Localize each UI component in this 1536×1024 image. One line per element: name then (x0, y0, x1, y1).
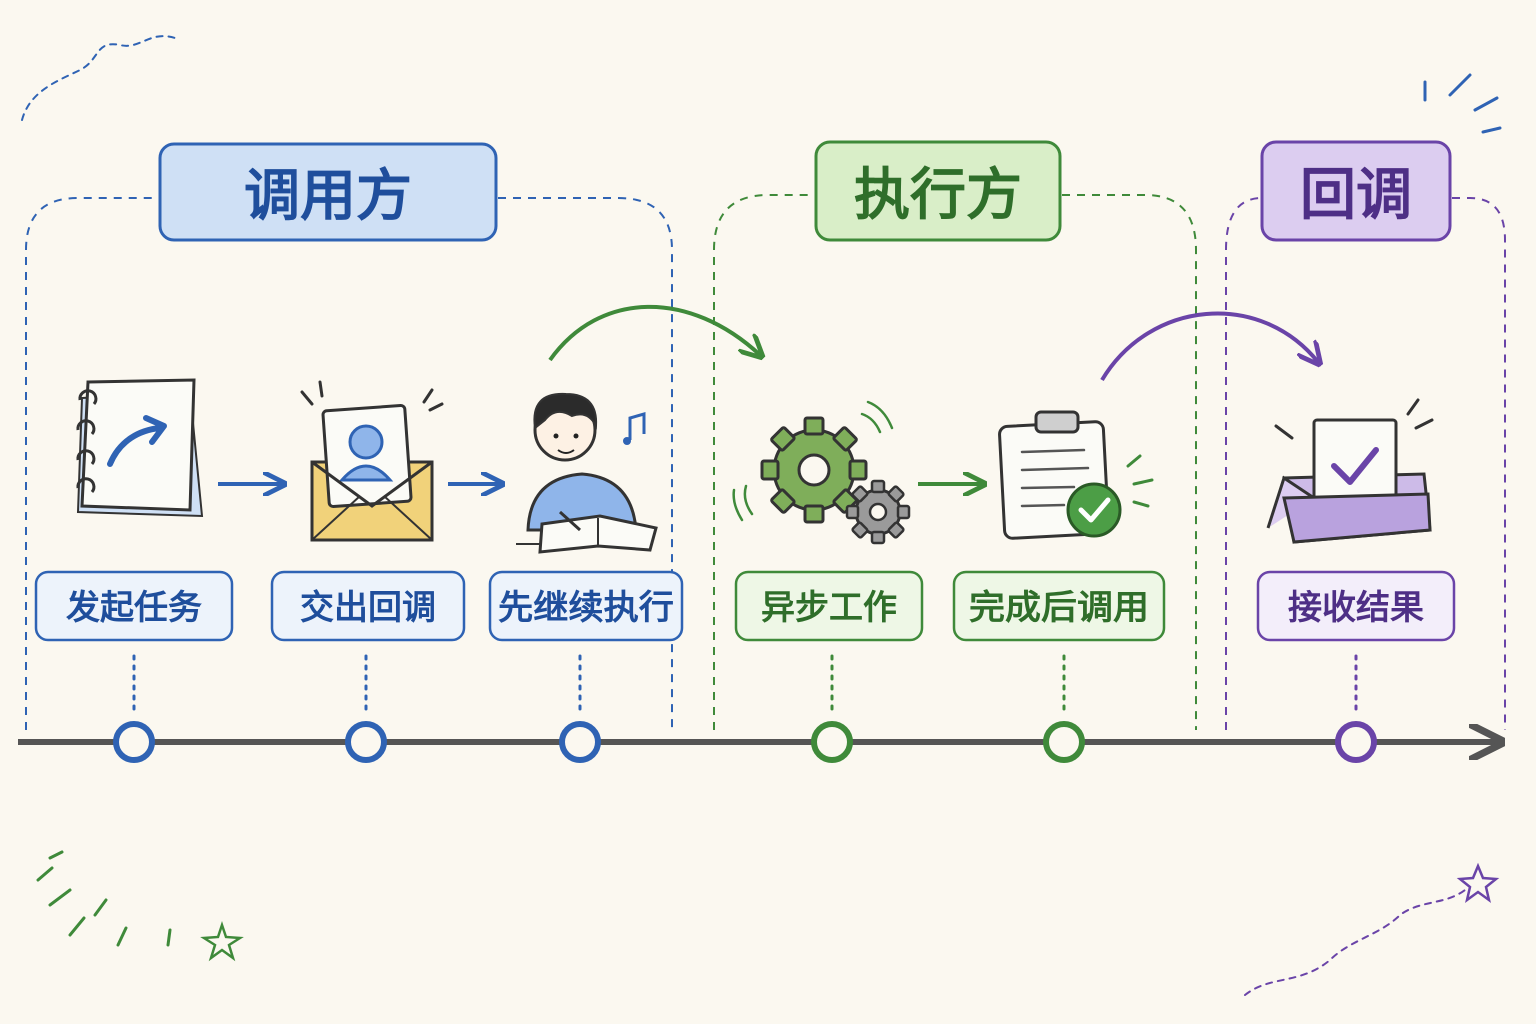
step-label-call-after-complete-text: 完成后调用 (969, 588, 1149, 628)
timeline-node-6 (1335, 721, 1377, 763)
dotted-connectors (132, 654, 1358, 718)
callback-phase-boundary (1225, 197, 1506, 730)
green-star-icon (200, 921, 244, 962)
executor-phase-boundary (713, 194, 1197, 730)
phase-header-caller-title: 调用方 (244, 164, 412, 229)
phase-header-executor: 执行方 (814, 140, 1062, 242)
timeline-node-3 (559, 721, 601, 763)
bottom-left-sparkle-icon (36, 850, 172, 947)
purple-star-icon (1456, 862, 1500, 903)
step-label-call-after-complete: 完成后调用 (952, 570, 1166, 642)
notebook-arrow-icon (76, 378, 204, 518)
timeline-node-4 (811, 721, 853, 763)
timeline-node-1 (113, 721, 155, 763)
bottom-right-dashed-squiggle (1244, 889, 1466, 996)
top-left-dashed-squiggle (21, 35, 176, 121)
step-label-async-work: 异步工作 (734, 570, 924, 642)
envelope-contact-icon (300, 380, 444, 542)
step-label-start-task: 发起任务 (34, 570, 234, 642)
phase-header-executor-title: 执行方 (854, 163, 1022, 228)
phase-header-caller-box (158, 142, 498, 242)
phase-header-callback: 回调 (1260, 140, 1452, 242)
clipboard-check-icon (998, 410, 1154, 540)
timeline-node-5 (1043, 721, 1085, 763)
phase-header-executor-box (814, 140, 1062, 242)
phase-header-callback-box (1260, 140, 1452, 242)
phase-header-callback-title: 回调 (1300, 163, 1412, 228)
step-label-hand-over-callback-text: 交出回调 (300, 588, 436, 628)
step-label-start-task-text: 发起任务 (66, 588, 202, 628)
step-label-receive-result-text: 接收结果 (1288, 588, 1424, 628)
step-label-hand-over-callback: 交出回调 (270, 570, 466, 642)
step-label-async-work-text: 异步工作 (761, 588, 897, 628)
result-box-icon (1266, 398, 1434, 544)
timeline-node-2 (345, 721, 387, 763)
student-writing-icon (516, 392, 658, 554)
decorative-squiggles (21, 35, 1502, 996)
timeline-nodes (113, 721, 1377, 763)
step-label-continue-executing-text: 先继续执行 (498, 588, 674, 628)
caller-phase-boundary (25, 197, 673, 730)
executor-to-callback-curved-arrow (1100, 311, 1318, 382)
phase-header-caller: 调用方 (158, 142, 498, 242)
top-right-sparkle-icon (1423, 73, 1502, 134)
step-label-continue-executing: 先继续执行 (488, 570, 684, 642)
gears-icon (732, 400, 911, 545)
caller-to-executor-curved-arrow (548, 304, 760, 360)
step-label-receive-result: 接收结果 (1256, 570, 1456, 642)
